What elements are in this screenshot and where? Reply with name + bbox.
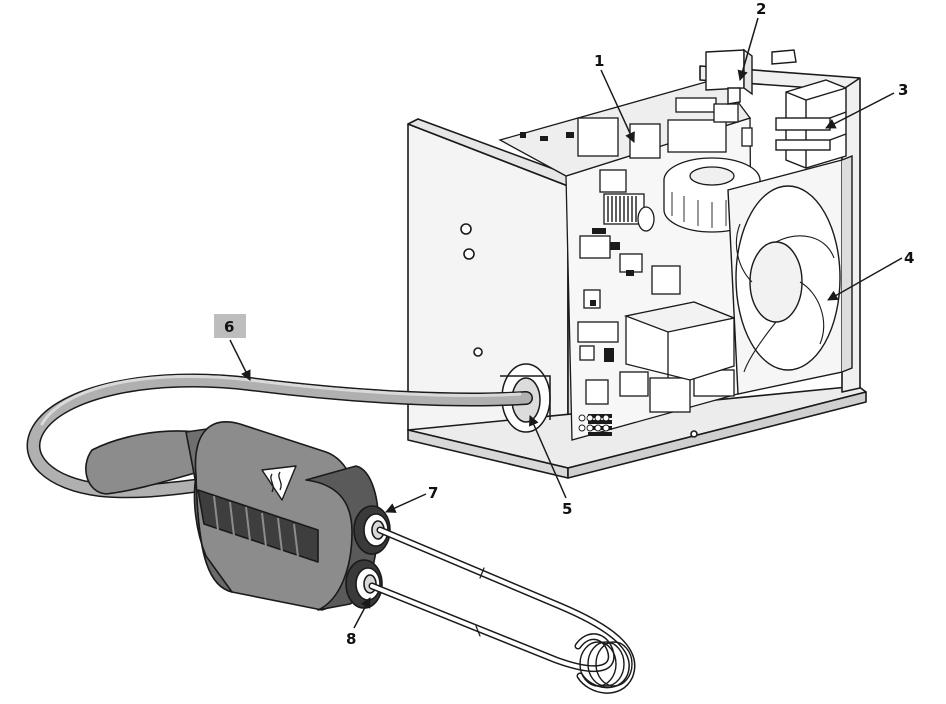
heat-warning-icon — [261, 465, 297, 501]
leader-line-1 — [600, 69, 635, 143]
heatsink — [603, 193, 655, 232]
terminal-nut-lower — [345, 559, 383, 609]
connector-socket — [775, 79, 847, 169]
leader-line-5 — [528, 415, 567, 499]
mount-hole — [473, 347, 483, 357]
induction-handle — [85, 421, 391, 611]
callout-8: 8 — [346, 630, 356, 648]
leader-line-2 — [737, 17, 759, 82]
leader-line-4 — [827, 257, 903, 301]
callout-labels: 1 2 3 4 5 6 7 8 — [224, 0, 914, 648]
cooling-fan — [727, 154, 853, 395]
mount-hole — [460, 223, 472, 235]
leader-line-3 — [825, 92, 895, 129]
induction-coil — [368, 526, 636, 694]
transformer-block — [623, 301, 737, 381]
callout-6: 6 — [224, 318, 234, 336]
leader-line-8 — [353, 597, 371, 629]
callout-3: 3 — [898, 81, 908, 99]
leader-line-6 — [229, 339, 251, 381]
mount-hole — [463, 248, 475, 260]
callout-4: 4 — [904, 249, 914, 267]
callouts — [229, 17, 903, 629]
callout-7: 7 — [428, 484, 438, 502]
leader-line-7 — [385, 493, 427, 513]
callout-1: 1 — [594, 52, 604, 70]
circuit-board — [498, 77, 761, 441]
callout-2: 2 — [756, 0, 766, 18]
callout-5: 5 — [562, 500, 572, 518]
callout-6-highlight — [214, 314, 246, 338]
